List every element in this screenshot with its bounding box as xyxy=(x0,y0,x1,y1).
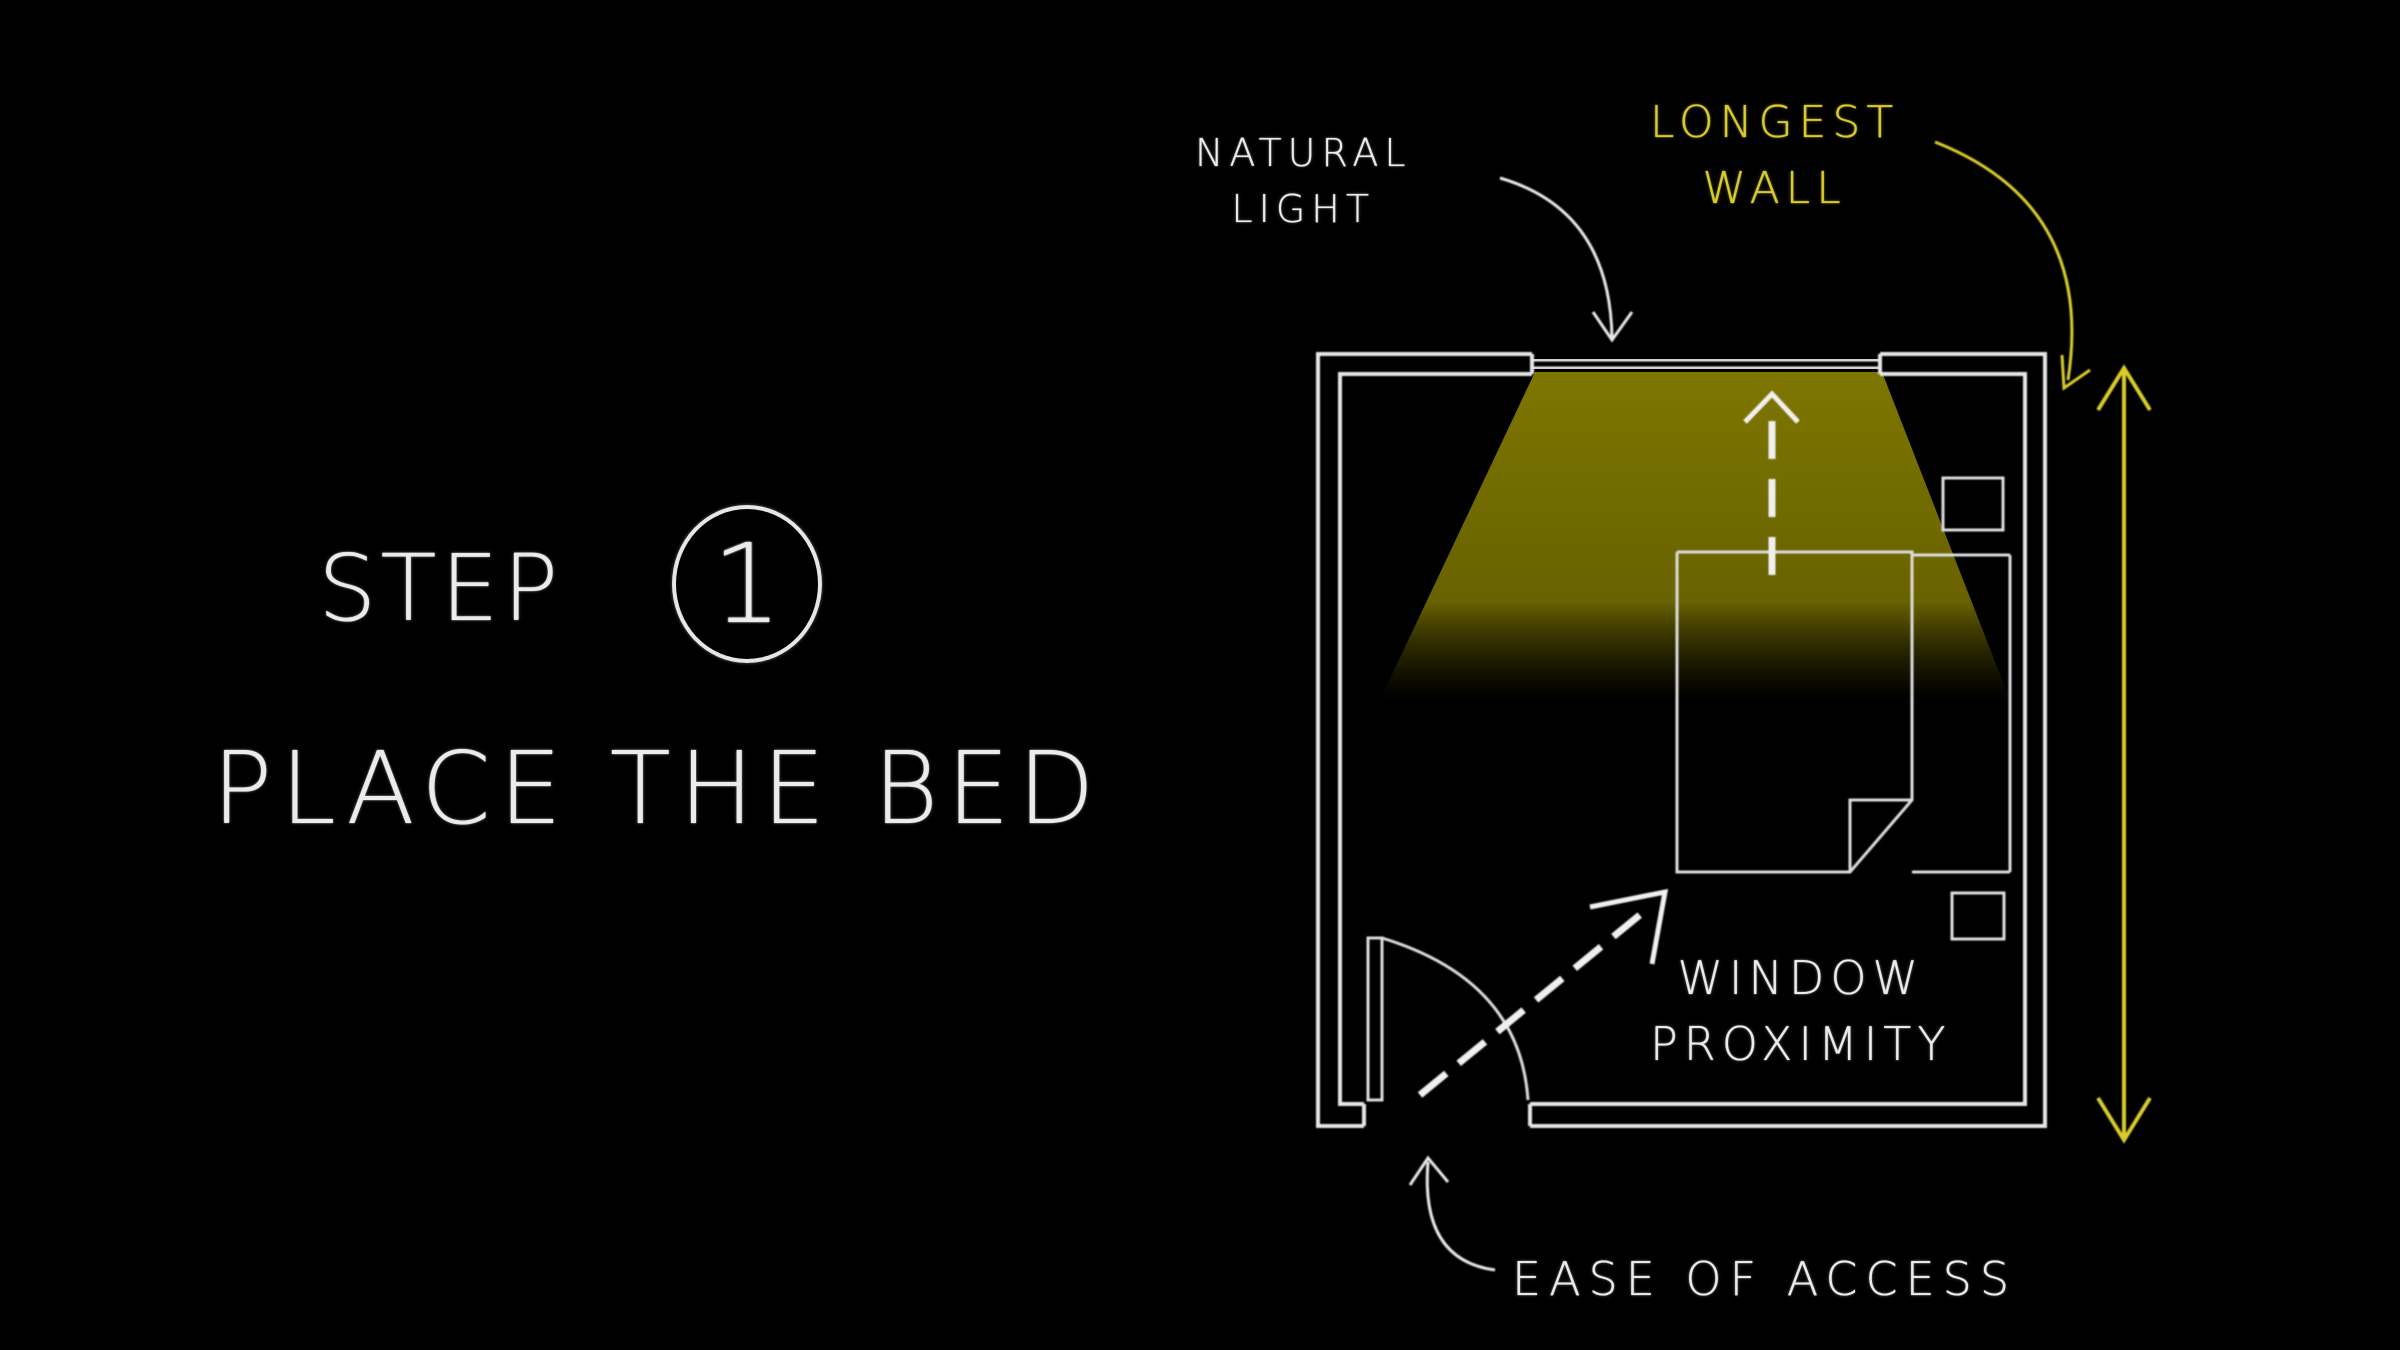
longest-wall-label-line2: Wall xyxy=(1702,163,1847,214)
ease-of-access-arrow xyxy=(1408,1155,1496,1272)
ease-of-access-label: Ease of access xyxy=(1512,1252,2018,1306)
natural-light-label-line1: Natural xyxy=(1195,131,1412,175)
window xyxy=(1532,358,1880,370)
step-number: 1 xyxy=(712,520,782,648)
room-walls xyxy=(1316,352,2047,1128)
nightstand-top xyxy=(1941,476,2005,532)
step-title: Step xyxy=(318,535,563,642)
longest-wall-label-line1: Longest xyxy=(1650,97,1900,148)
longest-wall-label: Longest Wall xyxy=(1650,90,1899,222)
step-number-circle: 1 xyxy=(672,505,822,663)
nightstand-bottom xyxy=(1950,891,2006,941)
arrow-door-to-bed xyxy=(1417,888,1669,1098)
step-subtitle: Place the BED xyxy=(212,730,1103,847)
natural-light-label-line2: Light xyxy=(1231,187,1376,231)
longest-wall-dimension-arrow xyxy=(2096,364,2152,1144)
natural-light-arrow xyxy=(1499,176,1634,343)
bed xyxy=(1675,550,2012,874)
window-proximity-label: Window Proximity xyxy=(1650,945,1952,1077)
door xyxy=(1366,936,1530,1102)
natural-light-cone xyxy=(1380,372,2010,700)
window-proximity-label-line1: Window xyxy=(1677,951,1925,1005)
natural-light-label: Natural Light xyxy=(1195,125,1412,237)
window-proximity-label-line2: Proximity xyxy=(1650,1017,1952,1071)
longest-wall-arrow xyxy=(1934,140,2091,391)
arrow-bed-to-window xyxy=(1743,390,1800,575)
